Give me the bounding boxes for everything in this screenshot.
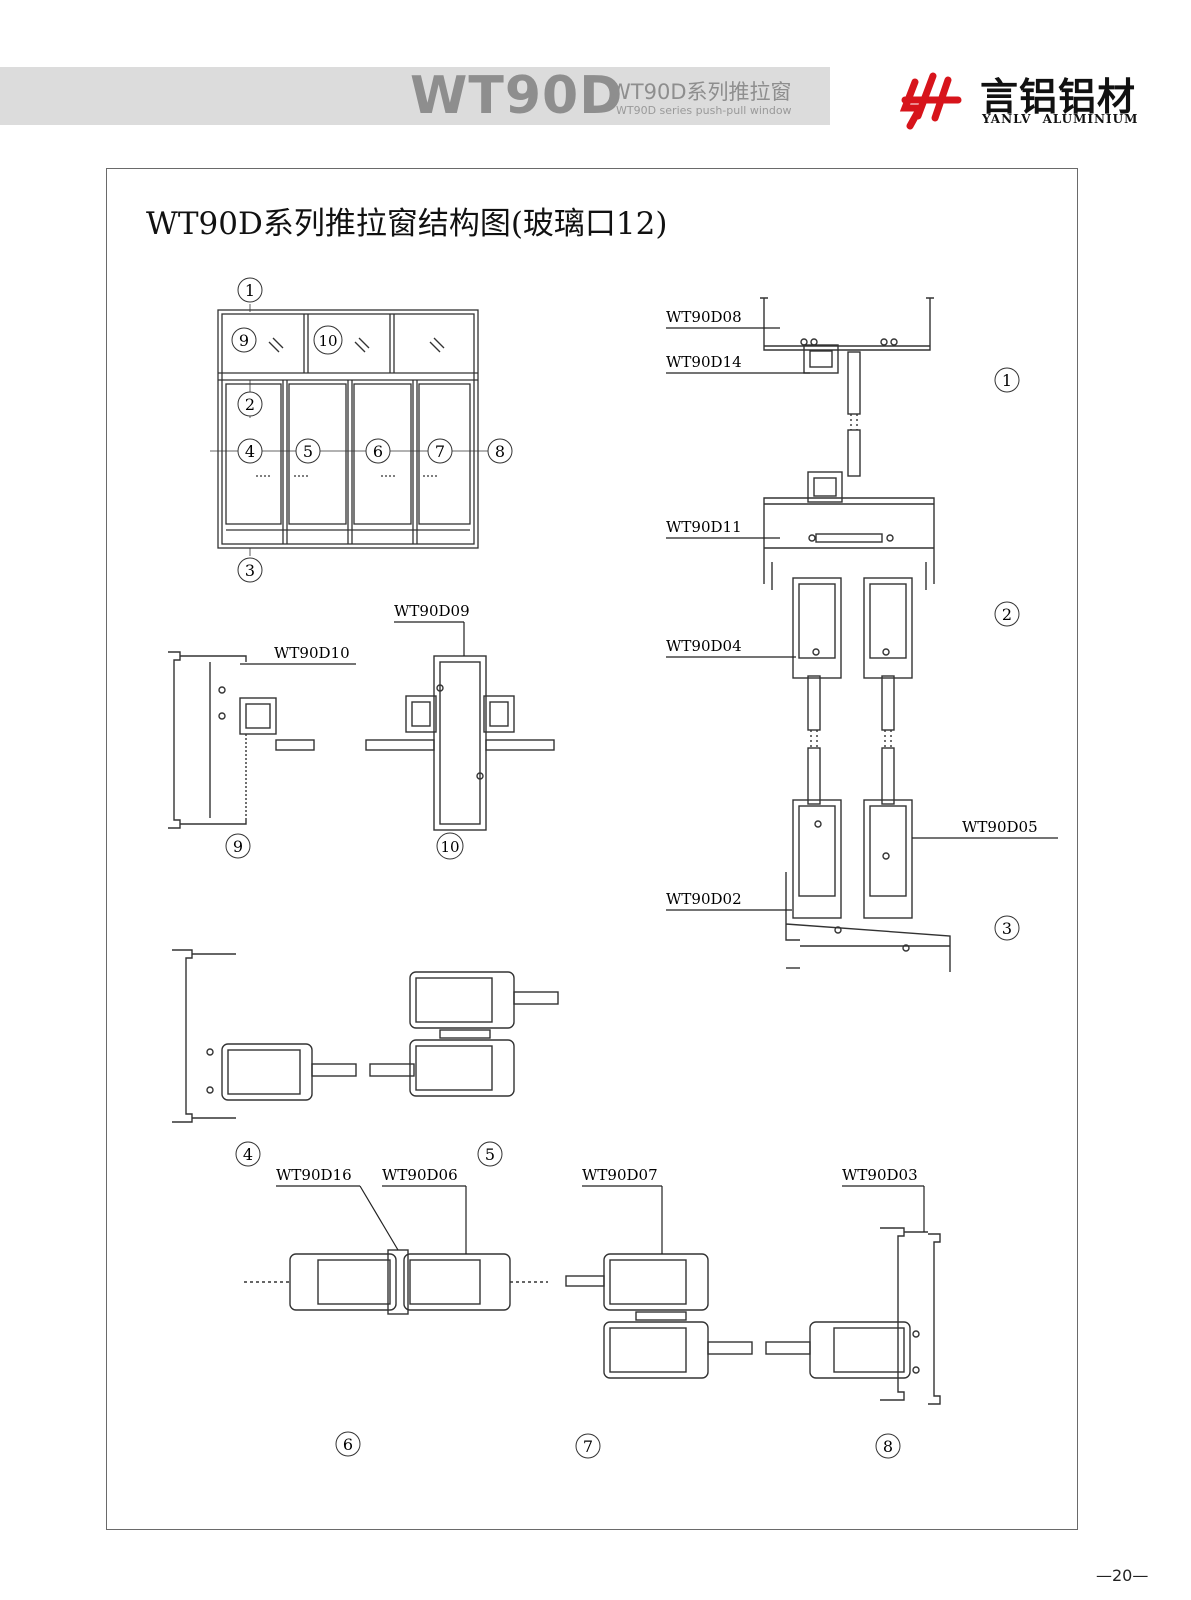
page-number: —20— <box>1096 1566 1149 1585</box>
svg-text:2: 2 <box>245 395 255 414</box>
label-wt90d07: WT90D07 <box>582 1166 658 1184</box>
drawing-frame <box>106 168 1078 1530</box>
leader-lines-9-10 <box>240 621 465 665</box>
svg-text:1: 1 <box>1002 371 1012 390</box>
svg-text:3: 3 <box>1002 919 1012 938</box>
svg-text:10: 10 <box>318 332 337 350</box>
section-marker-10: 10 <box>436 832 464 860</box>
label-wt90d06: WT90D06 <box>382 1166 458 1184</box>
section-marker-7: 7 <box>575 1433 601 1459</box>
svg-text:8: 8 <box>883 1437 893 1456</box>
vertical-section <box>760 297 951 972</box>
window-elevation <box>210 304 490 556</box>
svg-text:3: 3 <box>245 561 255 580</box>
section-marker-1: 1 <box>994 367 1020 393</box>
label-wt90d08: WT90D08 <box>666 308 742 326</box>
series-title-cn: WT90D系列推拉窗 <box>610 80 792 104</box>
elevation-marker-9: 9 <box>231 327 257 353</box>
svg-text:10: 10 <box>440 838 459 856</box>
brand-logo-icon <box>899 72 962 130</box>
elevation-marker-8: 8 <box>487 438 513 464</box>
elevation-marker-2: 2 <box>237 391 263 417</box>
label-wt90d16: WT90D16 <box>276 1166 352 1184</box>
label-wt90d02: WT90D02 <box>666 890 742 908</box>
svg-text:9: 9 <box>233 837 243 856</box>
svg-text:WT90D11: WT90D11 <box>666 518 742 536</box>
section-marker-9: 9 <box>225 833 251 859</box>
section-marker-2: 2 <box>994 601 1020 627</box>
svg-text:WT90D09: WT90D09 <box>394 602 470 620</box>
section-marker-5: 5 <box>477 1141 503 1167</box>
diagram-title: WT90D系列推拉窗结构图(玻璃口12) <box>146 206 668 242</box>
svg-text:5: 5 <box>485 1145 495 1164</box>
elevation-marker-10: 10 <box>313 325 343 355</box>
elevation-marker-1: 1 <box>237 277 263 303</box>
svg-text:WT90D06: WT90D06 <box>382 1166 458 1184</box>
svg-text:6: 6 <box>343 1435 353 1454</box>
svg-text:WT90D04: WT90D04 <box>666 637 742 655</box>
svg-text:7: 7 <box>583 1437 593 1456</box>
elevation-marker-6: 6 <box>365 438 391 464</box>
svg-text:6: 6 <box>373 442 383 461</box>
svg-text:WT90D14: WT90D14 <box>666 353 742 371</box>
label-wt90d11: WT90D11 <box>666 518 742 536</box>
svg-text:WT90D16: WT90D16 <box>276 1166 352 1184</box>
header-banner <box>0 67 830 125</box>
svg-text:8: 8 <box>495 442 505 461</box>
elevation-marker-4: 4 <box>237 438 263 464</box>
leader-lines-right <box>666 327 1058 911</box>
elevation-marker-7: 7 <box>427 438 453 464</box>
series-title-en: WT90D series push-pull window <box>616 104 792 117</box>
svg-text:2: 2 <box>1002 605 1012 624</box>
section-marker-8: 8 <box>875 1433 901 1459</box>
label-wt90d10: WT90D10 <box>274 644 350 662</box>
svg-text:7: 7 <box>435 442 445 461</box>
label-wt90d09: WT90D09 <box>394 602 470 620</box>
svg-text:WT90D05: WT90D05 <box>962 818 1038 836</box>
label-wt90d04: WT90D04 <box>666 637 742 655</box>
svg-text:WT90D10: WT90D10 <box>274 644 350 662</box>
svg-text:WT90D07: WT90D07 <box>582 1166 658 1184</box>
label-wt90d05: WT90D05 <box>962 818 1038 836</box>
section-6-7-8 <box>244 1227 941 1405</box>
svg-text:4: 4 <box>245 442 255 461</box>
leader-lines-6-7-8 <box>276 1185 925 1254</box>
brand-name-cn: 言铝铝材 <box>980 75 1137 119</box>
series-code: WT90D <box>410 66 624 126</box>
svg-text:WT90D03: WT90D03 <box>842 1166 918 1184</box>
elevation-marker-3: 3 <box>237 557 263 583</box>
brand-name-en: YANLV ALUMINIUM <box>982 112 1139 126</box>
section-9-10 <box>168 651 555 831</box>
section-4-5 <box>172 949 559 1123</box>
svg-text:WT90D08: WT90D08 <box>666 308 742 326</box>
label-wt90d03: WT90D03 <box>842 1166 918 1184</box>
section-marker-6: 6 <box>335 1431 361 1457</box>
svg-text:WT90D02: WT90D02 <box>666 890 742 908</box>
svg-text:5: 5 <box>303 442 313 461</box>
svg-text:9: 9 <box>239 331 249 350</box>
label-wt90d14: WT90D14 <box>666 353 742 371</box>
section-marker-3: 3 <box>994 915 1020 941</box>
section-marker-4: 4 <box>235 1141 261 1167</box>
svg-text:4: 4 <box>243 1145 253 1164</box>
elevation-marker-5: 5 <box>295 438 321 464</box>
svg-text:1: 1 <box>245 281 255 300</box>
